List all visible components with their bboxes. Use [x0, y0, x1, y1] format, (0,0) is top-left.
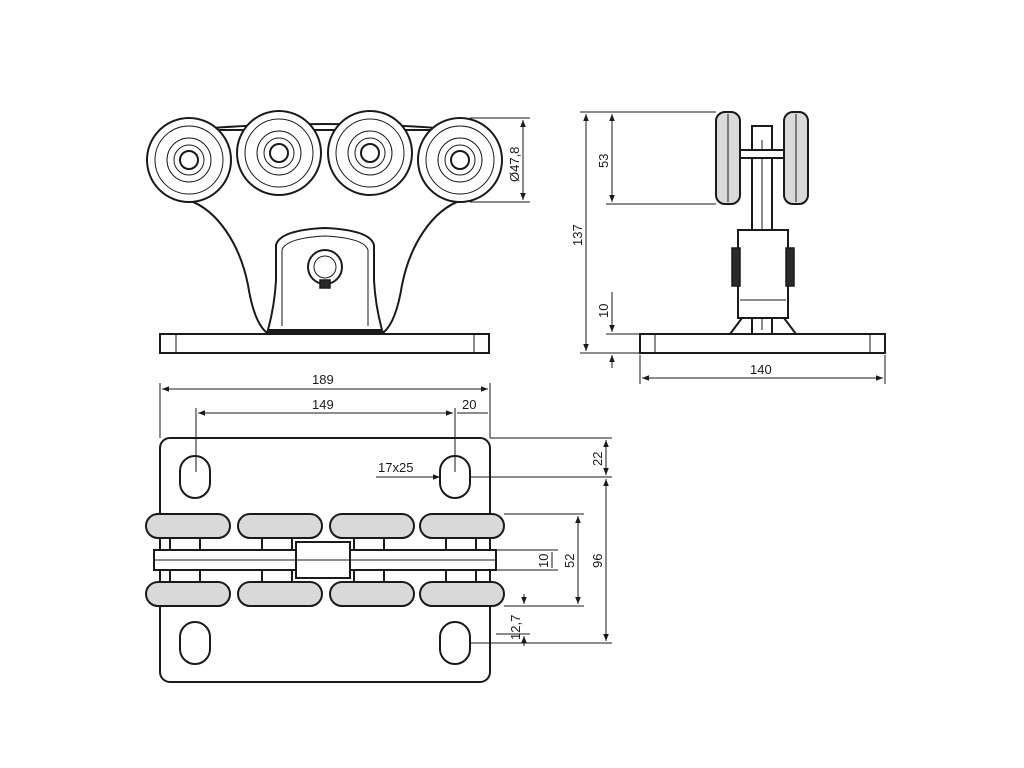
dim-hole-spacing-label: 149 [312, 397, 334, 412]
pivot-nut [319, 279, 331, 289]
front-roller-2 [236, 110, 322, 196]
dim-roller-width-label: 12,7 [508, 615, 523, 640]
top-roller-row-upper [145, 513, 505, 539]
pivot-bolt-icon [307, 249, 343, 285]
front-roller-3 [327, 110, 413, 196]
top-roller-row-lower [145, 581, 505, 607]
dim-hole-edge-label: 20 [462, 397, 476, 412]
dim-total-height-label: 137 [570, 224, 585, 246]
dim-roller-span-label: 52 [562, 554, 577, 568]
side-view: 53 137 10 140 [570, 111, 886, 384]
front-base-plate [159, 333, 490, 354]
top-view: 189 149 20 17x25 22 96 52 10 [145, 372, 612, 683]
front-view: Ø47,8 [146, 110, 530, 354]
front-roller-4 [417, 117, 503, 203]
dim-slot-top-label: 22 [590, 452, 605, 466]
side-base-plate [639, 333, 886, 354]
dim-base-thickness-label: 10 [596, 304, 611, 318]
pivot-bolt-inner [313, 255, 337, 279]
dim-roller-gap-label: 10 [536, 554, 551, 568]
dim-overall-length-label: 189 [312, 372, 334, 387]
slot-bottom-left [179, 621, 211, 665]
dim-slot-label: 17x25 [378, 460, 413, 475]
dim-diameter-label: Ø47,8 [507, 147, 522, 182]
slot-bottom-right [439, 621, 471, 665]
dim-side-width-label: 140 [750, 362, 772, 377]
side-axle [737, 149, 789, 159]
side-lower-bracket [737, 229, 789, 319]
front-lug-inner [281, 235, 369, 326]
dim-plate-depth-label: 96 [590, 554, 605, 568]
slot-top-left [179, 455, 211, 499]
front-roller-1 [146, 117, 232, 203]
side-bolt-left [731, 247, 741, 287]
front-top-rail [184, 123, 466, 131]
side-bolt-right [785, 247, 795, 287]
dim-roller-height-label: 53 [596, 154, 611, 168]
